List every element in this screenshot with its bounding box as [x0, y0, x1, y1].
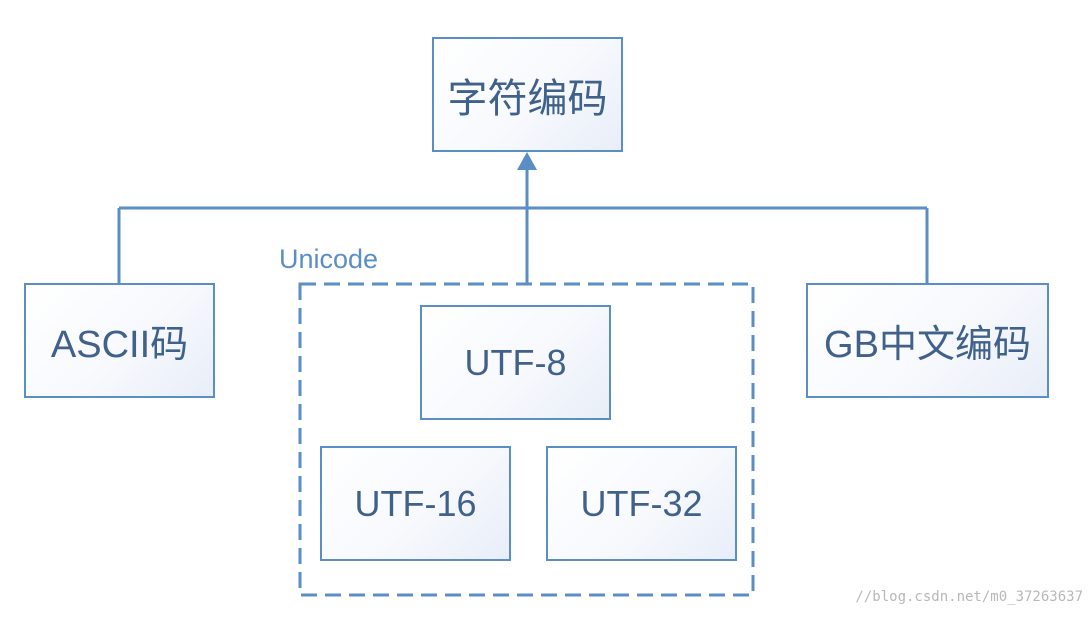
node-character-encoding: 字符编码 — [432, 37, 623, 152]
node-label: ASCII码 — [50, 324, 189, 366]
node-ascii: ASCII码 — [24, 283, 215, 398]
node-label: 字符编码 — [447, 76, 608, 121]
unicode-group-label: Unicode — [279, 244, 379, 274]
arrow-up-icon — [517, 152, 537, 170]
node-label: UTF-32 — [580, 482, 703, 524]
watermark-text: //blog.csdn.net/m0_37263637 — [855, 589, 1083, 605]
node-utf-16: UTF-16 — [320, 446, 511, 561]
unicode-group-box — [298, 282, 755, 597]
node-utf-32: UTF-32 — [546, 446, 737, 561]
node-label: UTF-8 — [464, 341, 567, 383]
node-label: UTF-16 — [354, 482, 477, 524]
node-label: GB中文编码 — [824, 324, 1031, 366]
node-gb-encoding: GB中文编码 — [806, 283, 1049, 398]
node-utf-8: UTF-8 — [420, 305, 611, 420]
